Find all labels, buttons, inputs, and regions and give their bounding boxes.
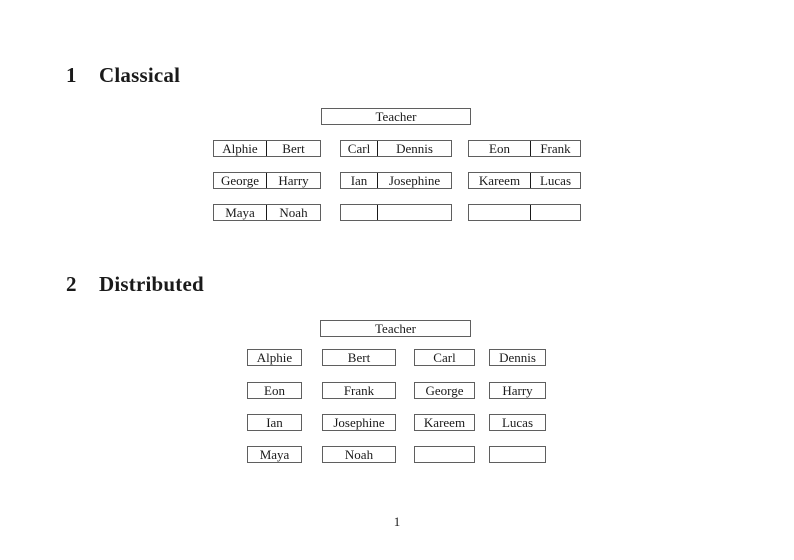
desk-cell: Bert	[282, 141, 305, 156]
student-desk: Dennis	[489, 349, 546, 366]
student-desk: Lucas	[489, 414, 546, 431]
student-desk: Maya Noah	[213, 204, 321, 221]
desk-cell: Eon	[469, 141, 531, 156]
student-desk: Alphie	[247, 349, 302, 366]
section-title: Distributed	[99, 272, 204, 296]
student-desk: George Harry	[213, 172, 321, 189]
desk-cell: Kareem	[469, 173, 531, 188]
desk-cell	[415, 447, 474, 462]
student-desk: Carl Dennis	[340, 140, 452, 157]
desk-cell: Kareem	[423, 415, 466, 430]
desk-cell: Maya	[214, 205, 267, 220]
section-number: 2	[66, 272, 77, 296]
desk-cell: Frank	[343, 383, 375, 398]
student-desk: Eon	[247, 382, 302, 399]
student-desk	[414, 446, 475, 463]
student-desk: Frank	[322, 382, 396, 399]
teacher-desk: Teacher	[321, 108, 471, 125]
section-title: Classical	[99, 63, 181, 87]
page-number: 1	[393, 514, 401, 529]
student-desk: Noah	[322, 446, 396, 463]
student-desk: Kareem	[414, 414, 475, 431]
teacher-desk: Teacher	[320, 320, 471, 337]
desk-cell: George	[425, 383, 464, 398]
desk-cell	[378, 205, 451, 220]
desk-cell: Josephine	[333, 415, 385, 430]
student-desk: Carl	[414, 349, 475, 366]
student-desk: Alphie Bert	[213, 140, 321, 157]
student-desk: Kareem Lucas	[468, 172, 581, 189]
desk-cell: Noah	[279, 205, 308, 220]
desk-cell: Lucas	[539, 173, 572, 188]
desk-cell: Lucas	[501, 415, 534, 430]
desk-cell: Carl	[433, 350, 456, 365]
desk-cell	[469, 205, 531, 220]
student-desk	[489, 446, 546, 463]
student-desk: Ian Josephine	[340, 172, 452, 189]
desk-cell: Ian	[266, 415, 283, 430]
desk-cell: Harry	[502, 383, 533, 398]
student-desk: Eon Frank	[468, 140, 581, 157]
student-desk	[340, 204, 452, 221]
student-desk: George	[414, 382, 475, 399]
student-desk	[468, 204, 581, 221]
desk-cell: Harry	[278, 173, 309, 188]
desk-cell: Noah	[344, 447, 374, 462]
student-desk: Maya	[247, 446, 302, 463]
section-heading-classical: 1 Classical	[66, 64, 180, 86]
desk-cell: Eon	[264, 383, 285, 398]
desk-cell: Dennis	[396, 141, 433, 156]
student-desk: Harry	[489, 382, 546, 399]
teacher-label: Teacher	[375, 321, 416, 336]
desk-cell: Maya	[259, 447, 290, 462]
teacher-label: Teacher	[375, 109, 417, 124]
desk-cell: George	[214, 173, 267, 188]
section-heading-distributed: 2 Distributed	[66, 273, 204, 295]
desk-cell: Josephine	[388, 173, 441, 188]
desk-cell: Alphie	[256, 350, 293, 365]
desk-cell	[341, 205, 378, 220]
desk-cell	[531, 205, 580, 220]
desk-cell: Alphie	[214, 141, 267, 156]
desk-cell: Carl	[341, 141, 378, 156]
desk-cell: Bert	[347, 350, 371, 365]
desk-cell	[490, 447, 545, 462]
student-desk: Ian	[247, 414, 302, 431]
student-desk: Josephine	[322, 414, 396, 431]
desk-cell: Ian	[341, 173, 378, 188]
section-number: 1	[66, 63, 77, 87]
student-desk: Bert	[322, 349, 396, 366]
desk-cell: Dennis	[499, 350, 536, 365]
desk-cell: Frank	[540, 141, 571, 156]
